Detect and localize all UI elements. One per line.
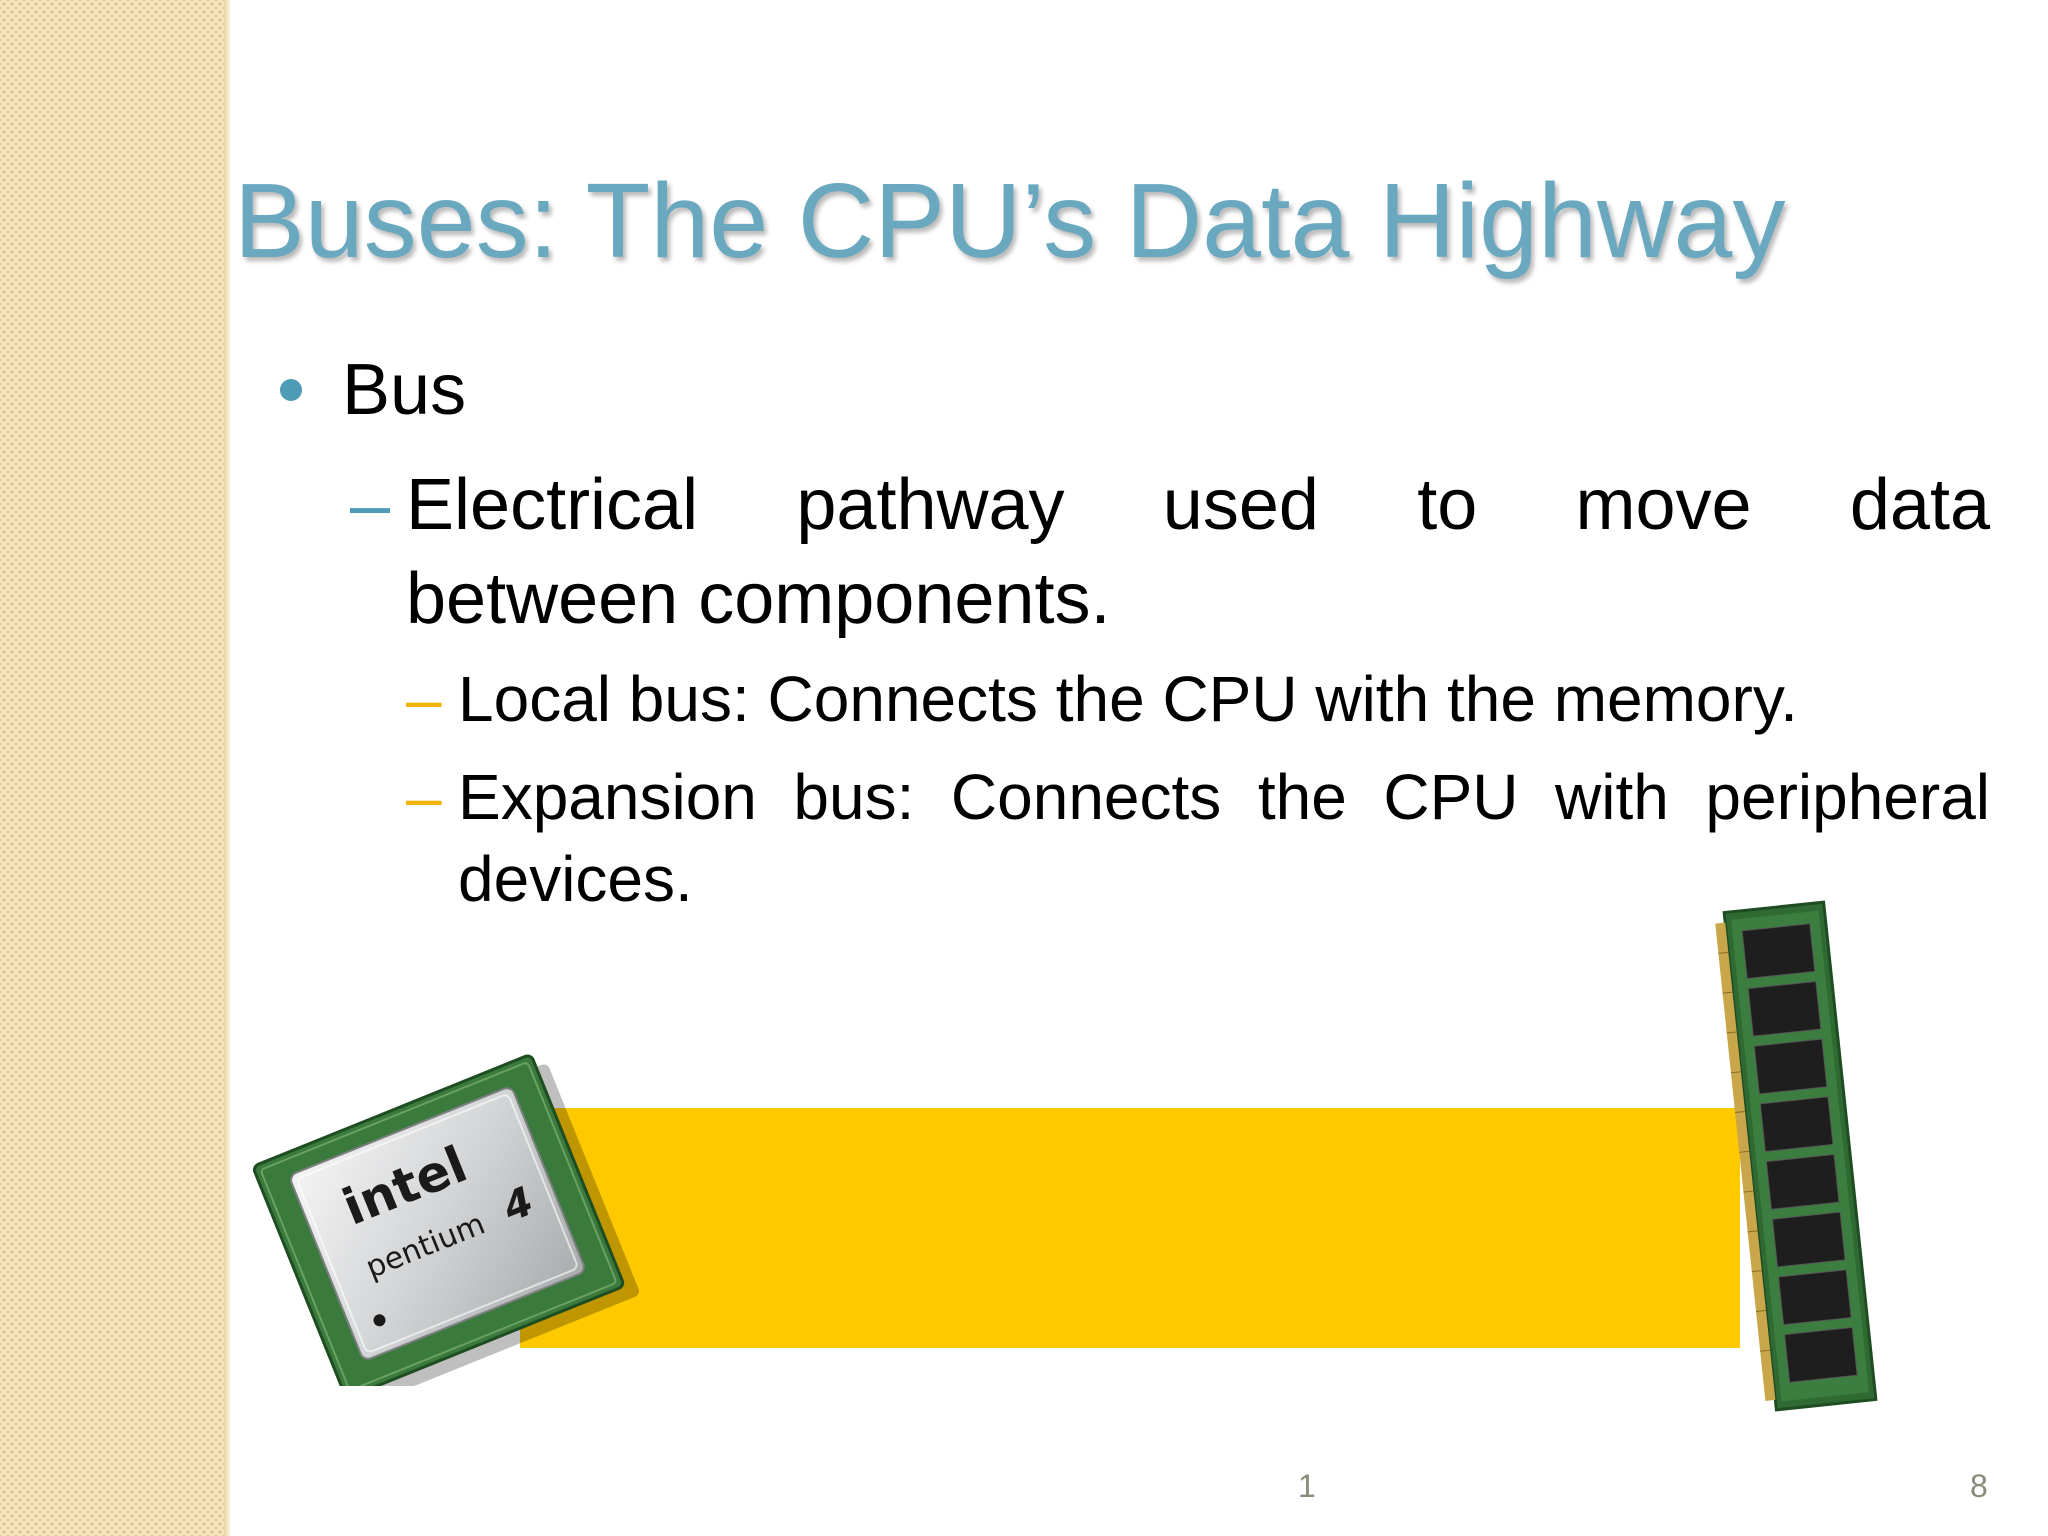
bullet-bus: Bus	[280, 352, 466, 428]
sidebar-edge	[224, 0, 230, 1536]
cpu-chip-svg: intel pentium 4	[252, 1054, 640, 1406]
expansion-bus-line-1: Expansion bus: Connects the CPU with per…	[458, 761, 1990, 833]
definition-line-2: between components.	[406, 559, 1111, 639]
bullet-bus-label: Bus	[342, 350, 467, 430]
local-bus-item: – Local bus: Connects the CPU with the m…	[406, 658, 1990, 740]
page-number-part-2: 8	[1970, 1468, 1988, 1504]
expansion-bus-line-2: devices.	[458, 843, 693, 915]
dash-icon: –	[406, 663, 442, 735]
local-bus-text: Local bus: Connects the CPU with the mem…	[458, 663, 1798, 735]
bus-highway-band	[520, 1108, 1740, 1348]
decorative-sidebar	[0, 0, 228, 1536]
ram-module-icon	[1700, 886, 1900, 1426]
definition-line-1: Electrical pathway used to move data	[406, 465, 1990, 545]
cpu-chip-icon: intel pentium 4	[246, 1046, 666, 1406]
dash-icon: –	[350, 465, 391, 545]
page-number-part-1: 1	[1298, 1468, 1316, 1504]
dash-icon: –	[406, 761, 442, 833]
ram-module-svg	[1715, 900, 1878, 1412]
bullet-dot-icon	[280, 379, 302, 401]
expansion-bus-item: – Expansion bus: Connects the CPU with p…	[406, 756, 1990, 920]
definition-item: – Electrical pathway used to move data b…	[350, 458, 1990, 646]
slide-title: Buses: The CPU’s Data Highway	[234, 162, 1786, 280]
